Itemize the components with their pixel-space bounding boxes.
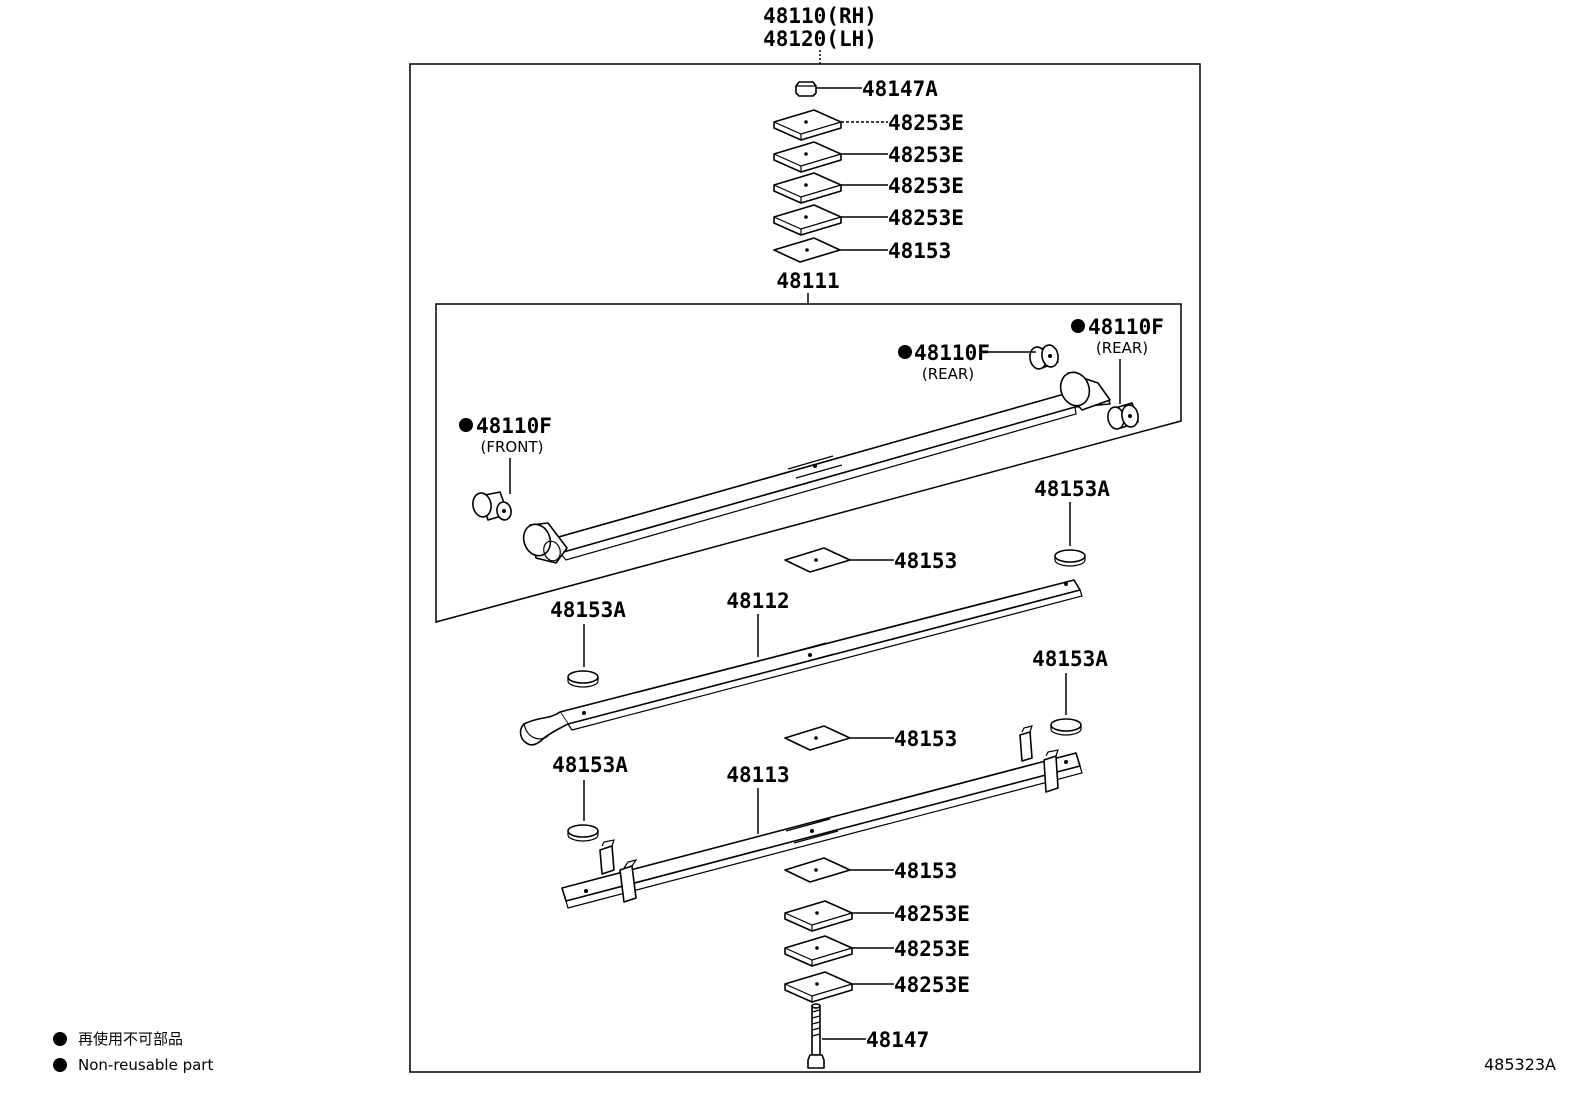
label-48147[interactable]: 48147	[866, 1028, 929, 1052]
main-leaf-48111-part[interactable]	[519, 368, 1111, 564]
note-rear-inner: (REAR)	[922, 365, 974, 383]
label-48153-mid[interactable]: 48153	[894, 549, 957, 573]
label-48153-bot[interactable]: 48153	[894, 859, 957, 883]
main-leaf-sub-frame	[435, 303, 1182, 623]
diagram-code: 485323A	[1484, 1055, 1556, 1074]
shim-48253E-1-part[interactable]	[773, 109, 842, 141]
center-bolt-48147-part[interactable]	[807, 1003, 825, 1069]
label-48110F-rear-inner[interactable]: 48110F	[914, 341, 990, 365]
pad-48153-mid-part[interactable]	[784, 547, 851, 573]
note-rear-outer: (REAR)	[1096, 339, 1148, 357]
label-48253E-2[interactable]: 48253E	[888, 143, 964, 167]
label-48110-rh[interactable]: 48110(RH)	[763, 4, 877, 28]
pad-48153-low-part[interactable]	[784, 725, 851, 751]
label-48253E-3[interactable]: 48253E	[888, 174, 964, 198]
label-48253E-7[interactable]: 48253E	[894, 973, 970, 997]
shim-48253E-3-part[interactable]	[773, 172, 842, 204]
pad-48153A-2-part[interactable]	[567, 670, 599, 688]
note-front: (FRONT)	[481, 438, 544, 456]
outer-frame	[409, 63, 1201, 1073]
pad-48153A-4-part[interactable]	[567, 824, 599, 842]
pad-48153A-3-part[interactable]	[1050, 718, 1082, 736]
nut-48147A-part[interactable]	[795, 81, 817, 97]
label-48112[interactable]: 48112	[726, 589, 789, 613]
second-leaf-48112-part[interactable]	[519, 579, 1083, 746]
label-48153A-2[interactable]: 48153A	[550, 598, 626, 622]
third-leaf-48113-part[interactable]	[561, 725, 1083, 909]
non-reusable-mark-rear-inner	[898, 345, 912, 359]
label-48120-lh[interactable]: 48120(LH)	[763, 27, 877, 51]
pad-48153A-1-part[interactable]	[1054, 549, 1086, 567]
shim-48253E-2-part[interactable]	[773, 141, 842, 173]
label-48113[interactable]: 48113	[726, 763, 789, 787]
legend-item-en: Non-reusable part	[78, 1056, 213, 1074]
label-48110F-front[interactable]: 48110F	[476, 414, 552, 438]
filled-circle-icon	[53, 1032, 67, 1046]
bushing-48110F-rear-outer-part[interactable]	[1106, 402, 1140, 430]
filled-circle-icon	[53, 1058, 67, 1072]
legend-item-jp: 再使用不可部品	[78, 1030, 183, 1048]
shim-48253E-6-part[interactable]	[784, 935, 853, 967]
non-reusable-mark-rear-outer	[1071, 319, 1085, 333]
bushing-48110F-rear-inner-part[interactable]	[1028, 344, 1060, 370]
shim-48253E-5-part[interactable]	[784, 900, 853, 932]
pad-48153-top-part[interactable]	[773, 237, 841, 263]
label-48153A-4[interactable]: 48153A	[552, 753, 628, 777]
label-48253E-4[interactable]: 48253E	[888, 206, 964, 230]
non-reusable-mark-front	[459, 418, 473, 432]
shim-48253E-7-part[interactable]	[784, 971, 853, 1003]
pad-48153-bot-part[interactable]	[784, 857, 851, 883]
label-48153-low[interactable]: 48153	[894, 727, 957, 751]
label-48253E-5[interactable]: 48253E	[894, 902, 970, 926]
label-48153A-1[interactable]: 48153A	[1034, 477, 1110, 501]
bushing-48110F-front-part[interactable]	[471, 491, 512, 521]
label-48253E-1[interactable]: 48253E	[888, 111, 964, 135]
label-48153A-3[interactable]: 48153A	[1032, 647, 1108, 671]
label-48147A[interactable]: 48147A	[862, 77, 938, 101]
label-48253E-6[interactable]: 48253E	[894, 937, 970, 961]
shim-48253E-4-part[interactable]	[773, 204, 842, 236]
label-48111[interactable]: 48111	[776, 269, 839, 293]
label-48153-top[interactable]: 48153	[888, 239, 951, 263]
label-48110F-rear-outer[interactable]: 48110F	[1088, 315, 1164, 339]
